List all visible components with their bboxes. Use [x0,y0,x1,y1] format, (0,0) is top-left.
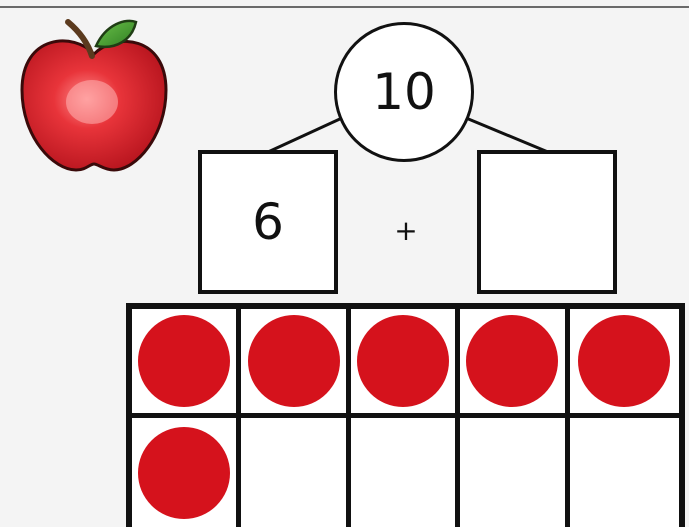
ten-frame-cell[interactable] [351,309,460,418]
red-counter [578,315,670,407]
ten-frame-cell[interactable] [570,309,679,418]
whole-circle: 10 [334,22,474,162]
red-counter [248,427,340,519]
ten-frame-cell[interactable] [241,418,350,527]
red-counter [578,427,670,519]
red-counter [248,315,340,407]
red-counter [357,315,449,407]
red-counter [357,427,449,519]
red-counter [466,427,558,519]
red-counter [138,315,230,407]
plus-sign: + [386,214,426,247]
ten-frame-cell[interactable] [351,418,460,527]
part-box-left: 6 [198,150,338,294]
ten-frame [126,303,685,527]
top-divider [0,6,689,8]
ten-frame-cell[interactable] [460,309,569,418]
ten-frame-cell[interactable] [132,418,241,527]
red-counter [466,315,558,407]
ten-frame-cell[interactable] [241,309,350,418]
red-counter [138,427,230,519]
ten-frame-cell[interactable] [460,418,569,527]
ten-frame-cell[interactable] [570,418,679,527]
part-box-right[interactable] [477,150,617,294]
ten-frame-cell[interactable] [132,309,241,418]
apple-icon [14,10,174,180]
